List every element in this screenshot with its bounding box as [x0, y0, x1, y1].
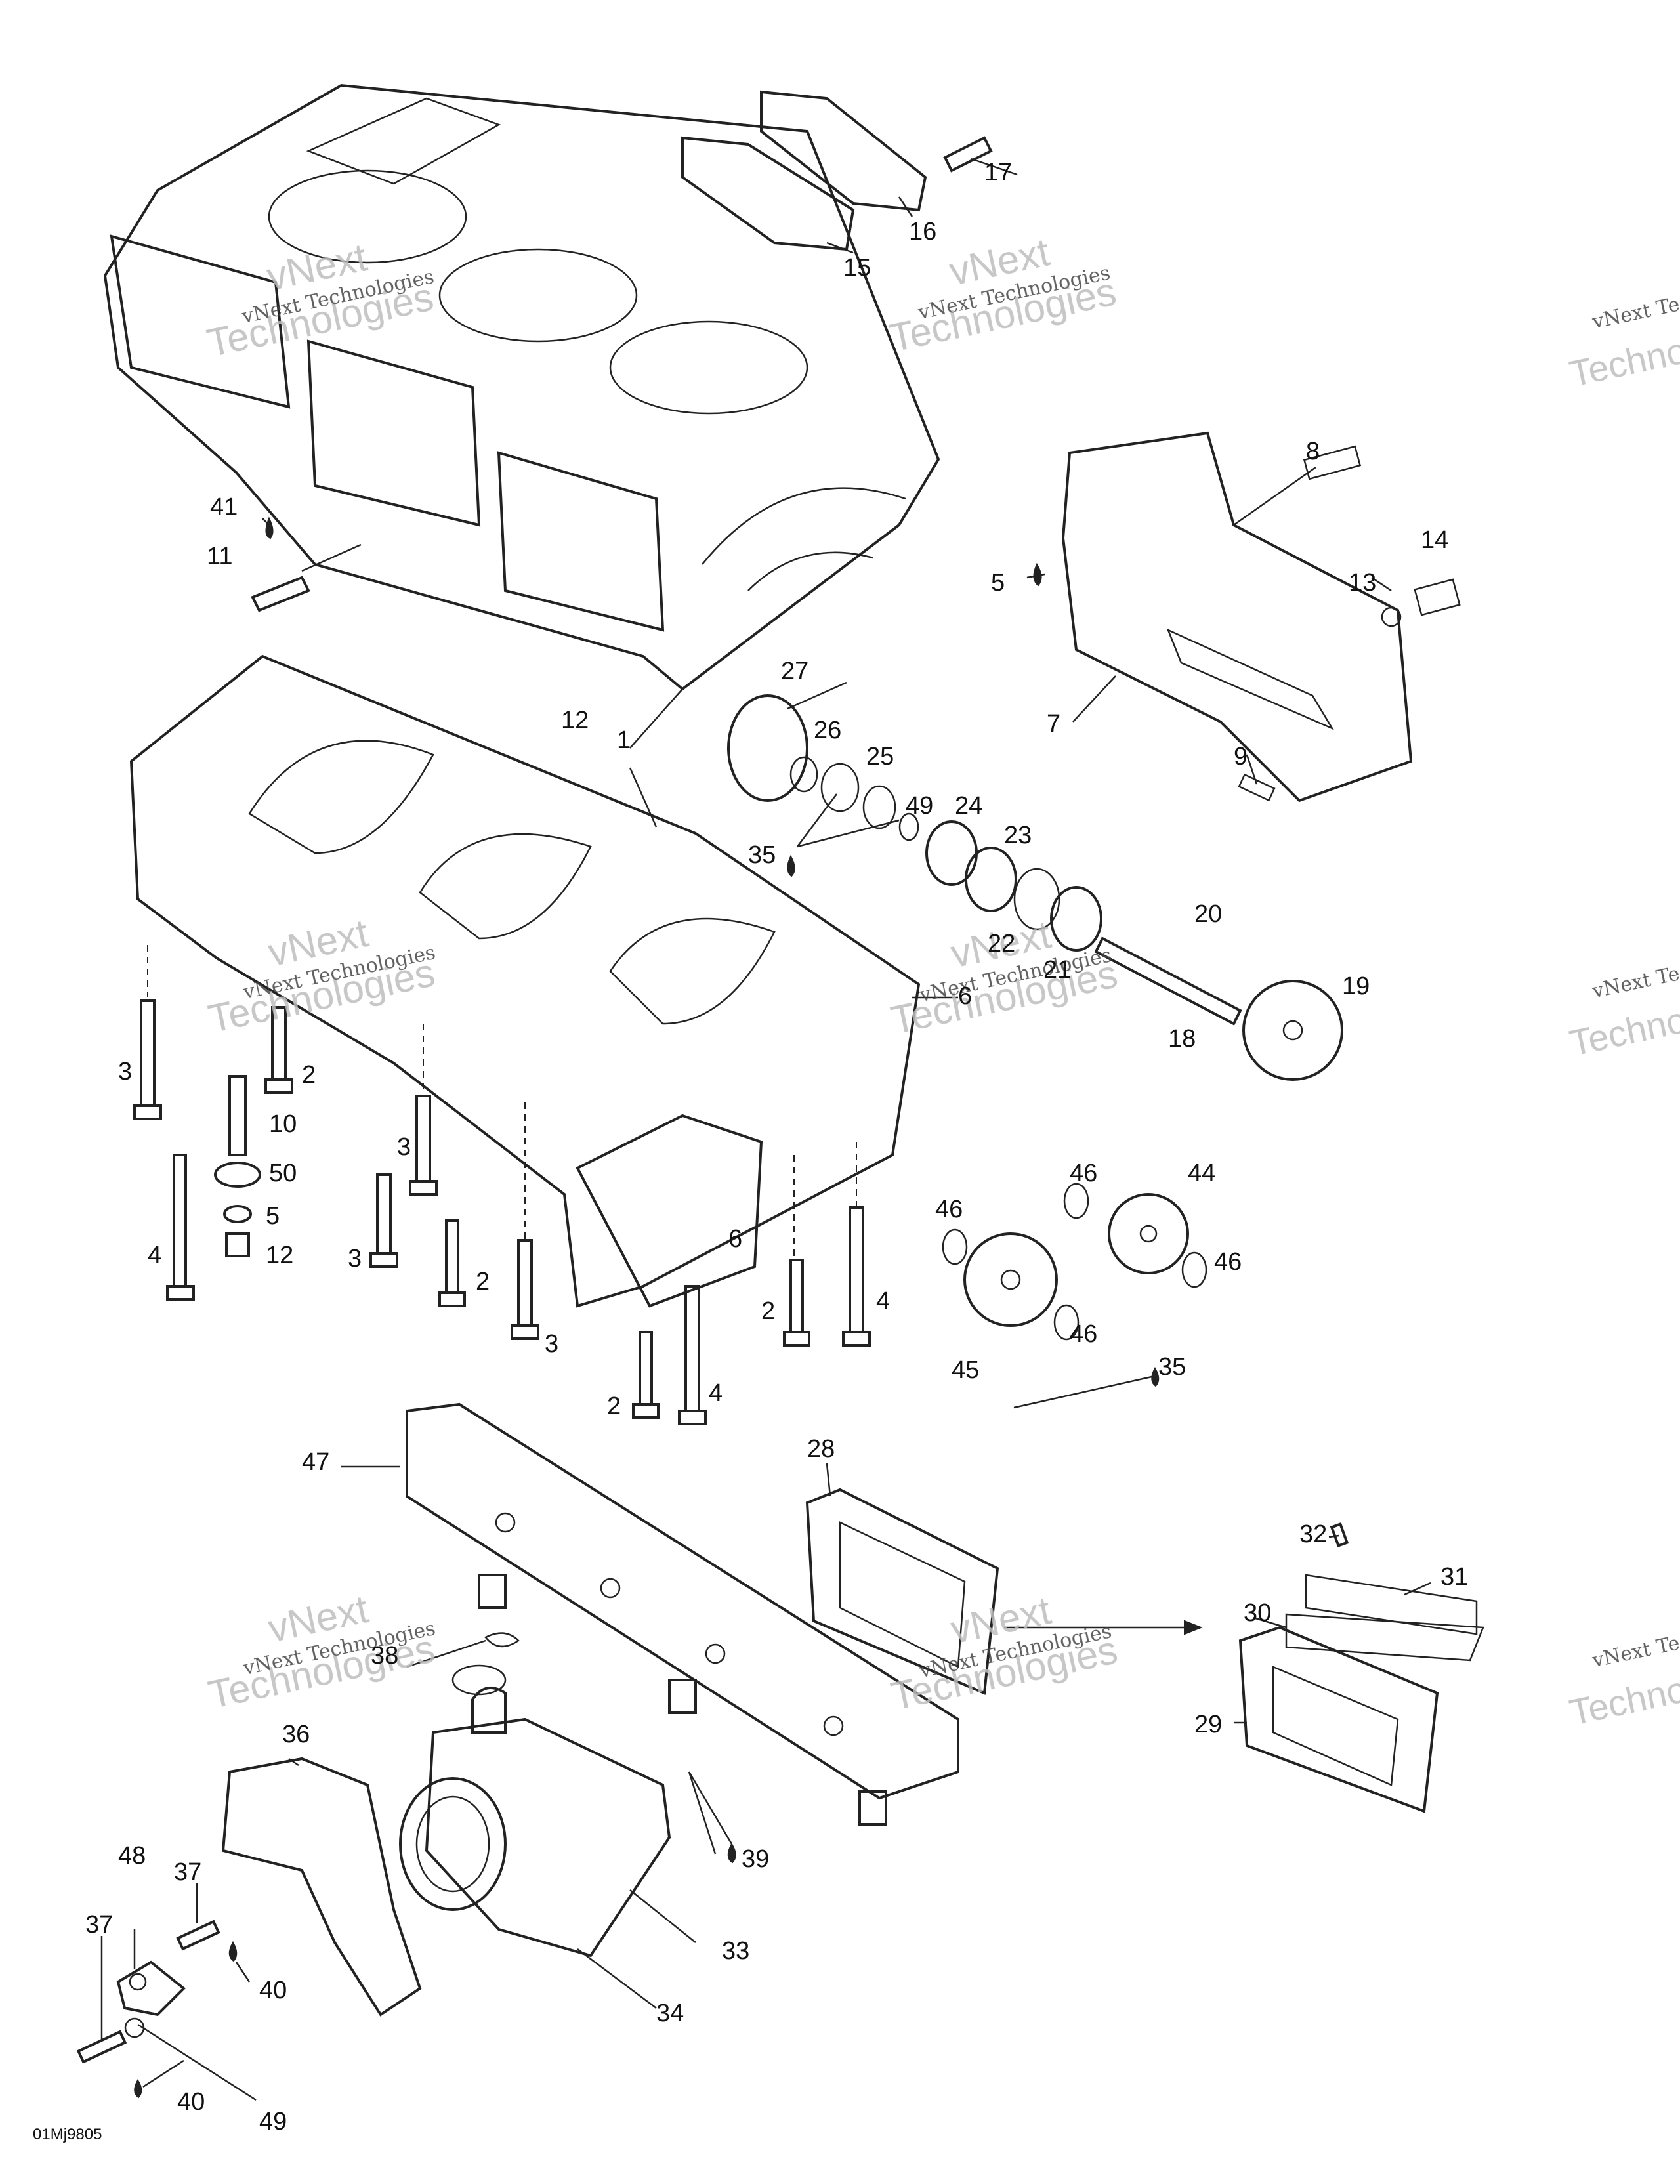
callout-7: 7 — [1047, 710, 1060, 738]
callout-49: 49 — [259, 2108, 287, 2135]
leader-lines — [100, 158, 1431, 2101]
callout-37: 37 — [85, 1911, 113, 1939]
fittings-drawing — [134, 516, 1160, 2099]
callout-32: 32 — [1299, 1521, 1327, 1548]
callout-20: 20 — [1194, 900, 1222, 928]
callout-19: 19 — [1342, 973, 1370, 1000]
watermarks: vNext Technologies vNext Technologies vN… — [203, 230, 1680, 1733]
callout-9: 9 — [1234, 743, 1248, 770]
reed-valve-drawing — [805, 1488, 1484, 1813]
callout-4: 4 — [148, 1242, 161, 1269]
callout-2: 2 — [607, 1393, 621, 1420]
gears-drawing — [942, 1183, 1208, 1341]
watermark-edge: Technol — [1566, 1666, 1680, 1733]
intake-manifold-drawing — [406, 1402, 959, 1826]
callout-3: 3 — [348, 1245, 362, 1272]
callout-2: 2 — [302, 1061, 316, 1089]
watermark-edge: vNext Te — [1589, 1631, 1680, 1672]
callout-29: 29 — [1194, 1711, 1222, 1738]
callout-24: 24 — [955, 792, 982, 820]
callout-26: 26 — [814, 717, 841, 744]
callout-3: 3 — [545, 1330, 558, 1358]
callout-35: 35 — [748, 841, 776, 869]
callout-2: 2 — [761, 1297, 775, 1325]
callout-31: 31 — [1440, 1563, 1468, 1591]
callout-40: 40 — [259, 1977, 287, 2004]
upper-crankcase-drawing — [103, 83, 940, 691]
callout-labels: 1 2 2 2 2 3 3 3 3 4 4 4 5 5 6 6 7 8 9 10… — [85, 159, 1468, 2135]
watermark-edge: Technol — [1566, 997, 1680, 1064]
callout-4: 4 — [876, 1288, 890, 1315]
callout-6: 6 — [728, 1225, 742, 1253]
callout-46: 46 — [935, 1196, 963, 1223]
callout-15: 15 — [843, 254, 871, 282]
callout-22: 22 — [988, 930, 1015, 957]
carburetor-adaptor-drawing — [76, 1664, 671, 2064]
callout-33: 33 — [722, 1937, 749, 1965]
rotary-valve-cover-drawing — [1061, 431, 1461, 803]
callout-50: 50 — [269, 1160, 297, 1187]
callout-12: 12 — [266, 1242, 293, 1269]
callout-39: 39 — [742, 1845, 769, 1873]
callout-46: 46 — [1070, 1160, 1097, 1187]
callout-34: 34 — [656, 2000, 684, 2027]
callout-37: 37 — [174, 1858, 201, 1886]
callout-48: 48 — [118, 1842, 146, 1870]
callout-44: 44 — [1188, 1160, 1215, 1187]
callout-45: 45 — [952, 1356, 979, 1384]
callout-17: 17 — [984, 159, 1012, 186]
callout-1: 1 — [617, 726, 631, 754]
callout-35: 35 — [1158, 1353, 1186, 1381]
watermark-edge: vNext Te — [1589, 293, 1680, 333]
callout-27: 27 — [781, 658, 808, 685]
callout-49: 49 — [906, 792, 933, 820]
callout-13: 13 — [1349, 569, 1376, 597]
callout-5: 5 — [266, 1202, 280, 1230]
bolts-drawing — [133, 945, 871, 1425]
callout-30: 30 — [1244, 1599, 1271, 1627]
callout-3: 3 — [118, 1058, 132, 1085]
callout-28: 28 — [807, 1435, 835, 1463]
callout-11: 11 — [207, 543, 232, 570]
callout-36: 36 — [282, 1721, 310, 1748]
callout-3: 3 — [397, 1133, 411, 1161]
callout-4: 4 — [709, 1379, 723, 1407]
watermark-edge: vNext Te — [1589, 962, 1680, 1003]
callout-8: 8 — [1306, 438, 1320, 465]
watermark-edge: Technol — [1566, 327, 1680, 394]
gasket-plates-drawing — [681, 90, 993, 251]
callout-21: 21 — [1043, 956, 1071, 984]
callout-25: 25 — [866, 743, 894, 770]
callout-41: 41 — [210, 494, 238, 521]
callout-5: 5 — [991, 569, 1005, 597]
figure-code: 01Mj9805 — [33, 2126, 102, 2143]
callout-10: 10 — [269, 1110, 297, 1138]
callout-14: 14 — [1421, 526, 1448, 554]
callout-2: 2 — [476, 1268, 490, 1295]
lower-crankcase-drawing — [129, 654, 921, 1308]
callout-12: 12 — [561, 707, 589, 734]
callout-46: 46 — [1214, 1248, 1242, 1276]
callout-38: 38 — [371, 1642, 398, 1670]
callout-46: 46 — [1070, 1320, 1097, 1348]
callout-23: 23 — [1004, 822, 1032, 849]
callout-47: 47 — [302, 1448, 329, 1476]
callout-18: 18 — [1168, 1025, 1196, 1053]
shaft-assembly-drawing — [727, 694, 1343, 1081]
callout-40: 40 — [177, 2088, 205, 2116]
callout-16: 16 — [909, 218, 936, 245]
callout-6: 6 — [958, 982, 972, 1010]
